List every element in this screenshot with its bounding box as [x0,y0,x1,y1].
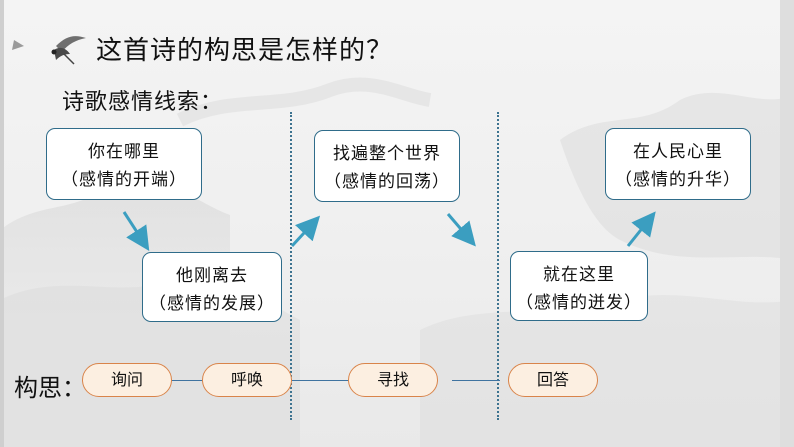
connector-line [170,380,204,381]
stage-note: （感情的开端） [61,170,187,190]
stage-text: 在人民心里 [633,142,723,162]
structure-label: 构思： [14,374,86,402]
connector-line [290,380,350,381]
stage-note: （感情的回荡） [324,172,450,192]
structure-step-ask: 询问 [82,363,172,397]
stage-note: （感情的发展） [149,294,275,314]
stage-box-start: 你在哪里 （感情的开端） [46,128,202,200]
stage-text: 他刚离去 [176,266,248,286]
emotion-clue-heading: 诗歌感情线索： [62,90,224,115]
divider-line-2 [497,112,499,420]
stage-note: （感情的升华） [615,170,741,190]
structure-step-search: 寻找 [348,363,438,397]
structure-step-call: 呼唤 [202,363,292,397]
page-title: 这首诗的构思是怎样的？ [96,36,394,66]
crane-icon [12,36,86,65]
stage-box-develop: 他刚离去 （感情的发展） [142,252,282,322]
divider-line-1 [290,112,292,420]
connector-line [452,380,500,381]
structure-step-answer: 回答 [508,363,598,397]
stage-box-echo: 找遍整个世界 （感情的回荡） [314,130,460,202]
stage-text: 找遍整个世界 [333,144,441,164]
stage-text: 就在这里 [543,265,615,285]
stage-text: 你在哪里 [88,142,160,162]
stage-box-sublimation: 在人民心里 （感情的升华） [605,128,751,200]
stage-box-burst: 就在这里 （感情的迸发） [510,251,648,321]
stage-note: （感情的迸发） [516,293,642,313]
